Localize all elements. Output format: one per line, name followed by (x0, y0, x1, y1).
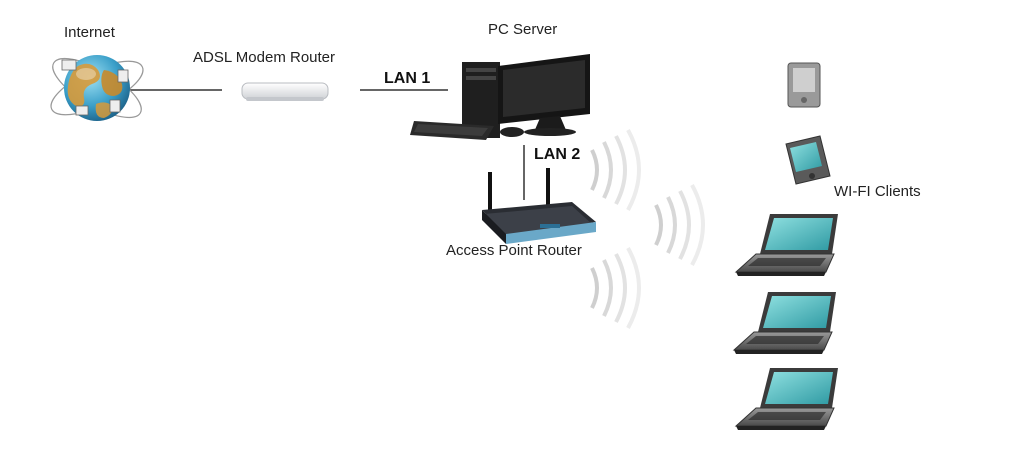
globe-icon (50, 55, 144, 121)
lan1-label: LAN 1 (384, 70, 431, 87)
pc-server-label: PC Server (488, 21, 558, 38)
desktop-computer-icon (410, 54, 590, 140)
modem-router-icon (241, 82, 329, 101)
pda-icon (787, 62, 821, 108)
lan2-label: LAN 2 (534, 146, 581, 163)
adsl-modem-router-label: ADSL Modem Router (193, 49, 336, 66)
laptop-icon (733, 291, 837, 355)
internet-label: Internet (64, 24, 115, 41)
laptop-icon (735, 367, 839, 431)
wireless-router-icon (482, 168, 596, 244)
wifi-signal-icon (590, 128, 705, 330)
laptop-icon (735, 213, 839, 277)
wifi-clients-label: WI-FI Clients (834, 183, 921, 200)
smartphone-icon (785, 135, 831, 185)
access-point-router-label: Access Point Router (446, 242, 582, 259)
